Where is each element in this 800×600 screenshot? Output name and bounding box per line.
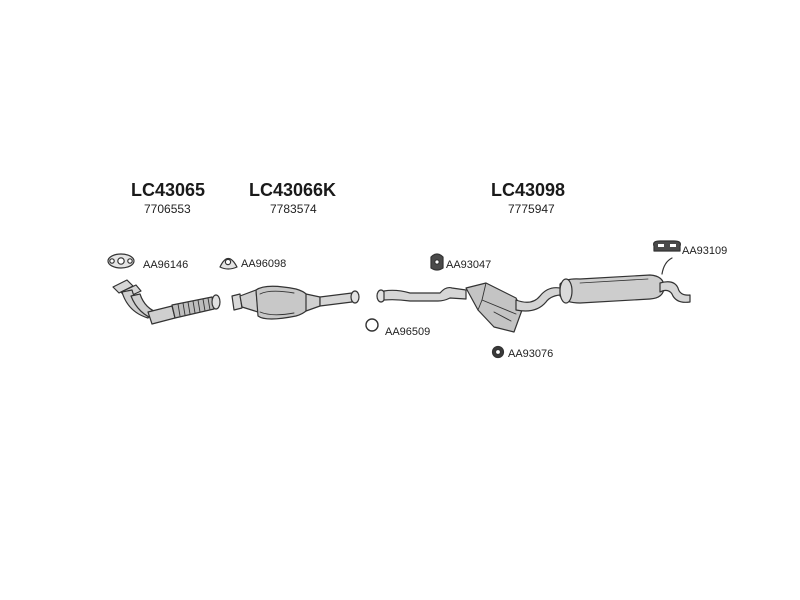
- sealing-ring-icon: [365, 318, 379, 332]
- fitting-label-triangular-gasket: AA96098: [241, 258, 287, 270]
- rear-exhaust-system-part: [376, 257, 691, 333]
- group-code-rear-system: LC43098: [491, 180, 566, 200]
- oem-number-catalytic-converter: 7783574: [270, 202, 317, 216]
- rubber-ring-icon: [491, 345, 505, 359]
- fitting-label-flange-gasket: AA96146: [143, 259, 189, 271]
- front-pipe-part: [112, 279, 221, 325]
- fitting-label-rubber-hanger: AA93047: [446, 259, 492, 271]
- catalytic-converter-part: [231, 285, 360, 320]
- fitting-label-sealing-ring: AA96509: [385, 326, 431, 338]
- fitting-label-rubber-ring: AA93076: [508, 348, 554, 360]
- oem-number-rear-system: 7775947: [508, 202, 555, 216]
- mounting-strap-icon: [653, 240, 681, 252]
- group-code-catalytic-converter: LC43066K: [249, 180, 337, 200]
- triangular-gasket-icon: [219, 257, 238, 270]
- rubber-hanger-icon: [430, 253, 444, 271]
- fitting-label-mounting-strap: AA93109: [682, 245, 728, 257]
- flange-gasket-icon: [107, 253, 135, 269]
- oem-number-front-pipe: 7706553: [144, 202, 191, 216]
- group-code-front-pipe: LC43065: [131, 180, 206, 200]
